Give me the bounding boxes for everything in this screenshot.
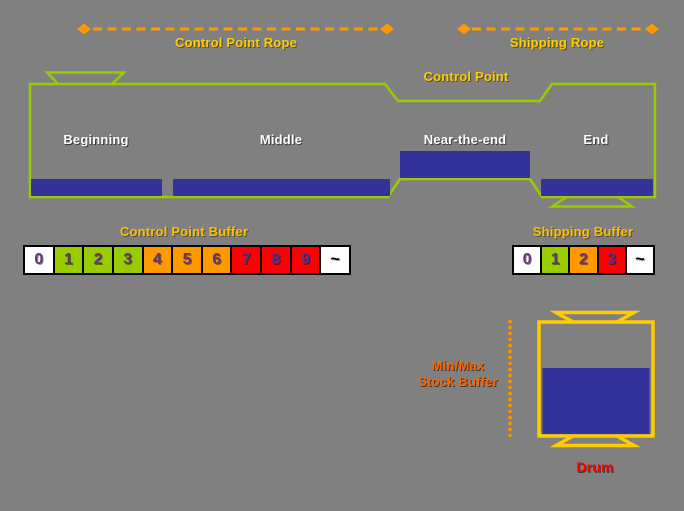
drum-outlet-funnel — [549, 434, 641, 448]
section-label-near-the-end: Near-the-end — [423, 132, 507, 147]
ship-buffer-cell-3: 3 — [596, 245, 627, 275]
control-point-buffer-scale: 0 1 2 3 4 5 6 7 8 9 ~ — [23, 245, 352, 275]
minmax-label-line2: Stock Buffer — [418, 374, 498, 389]
wip-bar-beginning — [31, 179, 162, 196]
cp-buffer-cell-2: 2 — [82, 245, 114, 275]
ship-buffer-cell-0: 0 — [512, 245, 543, 275]
control-point-buffer-title: Control Point Buffer — [119, 224, 249, 239]
drum-tank-outline — [537, 320, 655, 438]
cp-buffer-cell-5: 5 — [171, 245, 203, 275]
shipping-buffer-title: Shipping Buffer — [532, 224, 634, 239]
cp-buffer-cell-9: 9 — [289, 245, 322, 275]
cp-buffer-cell-8: 8 — [260, 245, 292, 275]
cp-buffer-cell-6: 6 — [200, 245, 233, 275]
exit-funnel — [547, 195, 637, 208]
minmax-stock-buffer-label: Min/Max Stock Buffer — [418, 358, 498, 390]
input-funnel — [44, 71, 128, 85]
cp-buffer-cell-0: 0 — [23, 245, 55, 275]
cp-buffer-cell-overflow: ~ — [319, 245, 352, 275]
wip-bar-middle — [173, 179, 390, 196]
drum-inlet-funnel — [549, 310, 641, 324]
shipping-rope-label: Shipping Rope — [509, 35, 605, 50]
minmax-label-line1: Min/Max — [431, 358, 485, 373]
wip-bar-near-the-end — [400, 151, 530, 178]
rope-diamond-endpoint-icon — [457, 23, 471, 35]
cp-buffer-cell-7: 7 — [230, 245, 263, 275]
rope-diamond-endpoint-icon — [77, 23, 91, 35]
cp-buffer-cell-1: 1 — [52, 245, 85, 275]
rope-diamond-endpoint-icon — [645, 23, 659, 35]
control-point-rope-label: Control Point Rope — [174, 35, 298, 50]
section-label-beginning: Beginning — [63, 132, 129, 147]
ship-buffer-cell-1: 1 — [540, 245, 571, 275]
shipping-buffer-scale: 0 1 2 3 ~ — [512, 245, 656, 275]
ship-buffer-cell-overflow: ~ — [624, 245, 656, 275]
cp-buffer-cell-4: 4 — [141, 245, 174, 275]
drum-stock-fill — [542, 368, 650, 434]
control-point-label: Control Point — [423, 69, 509, 84]
flow-line-outline — [28, 82, 657, 199]
wip-bar-end — [541, 179, 653, 196]
cp-buffer-cell-3: 3 — [111, 245, 144, 275]
drum-label: Drum — [576, 459, 614, 475]
rope-diamond-endpoint-icon — [380, 23, 394, 35]
ship-buffer-cell-2: 2 — [568, 245, 599, 275]
section-label-end: End — [583, 132, 609, 147]
section-label-middle: Middle — [259, 132, 303, 147]
